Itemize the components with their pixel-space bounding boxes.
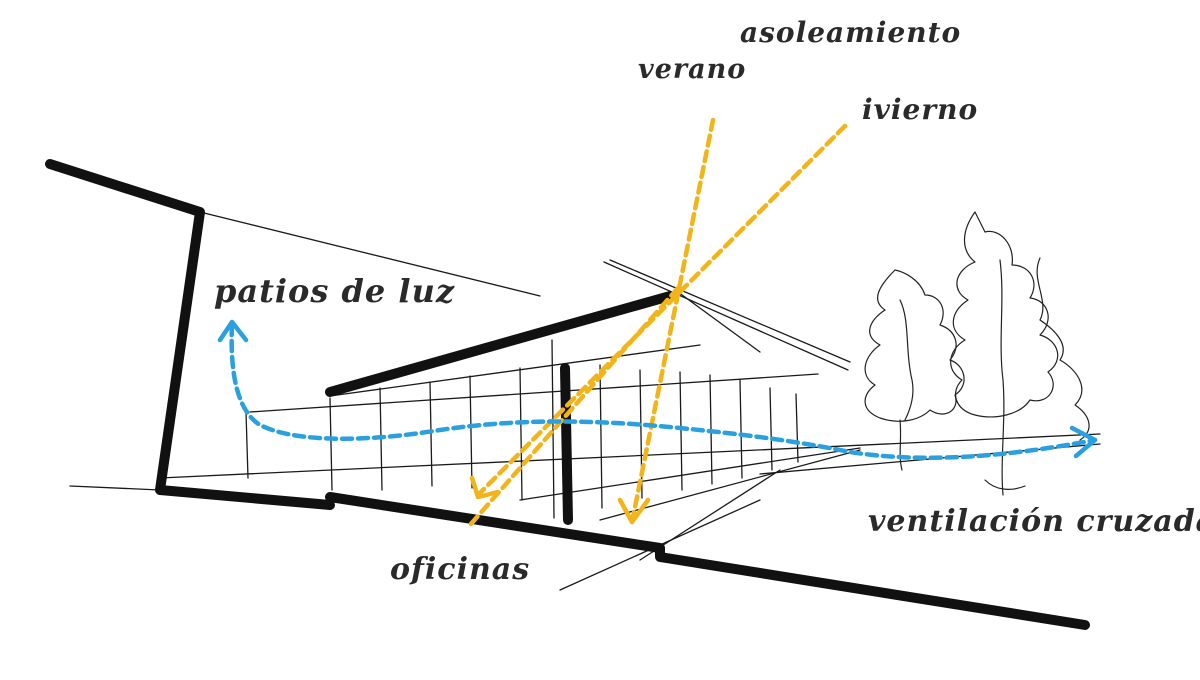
section-outline [45,159,1090,630]
patios-de-luz-label: patios de luz [214,272,456,310]
verano-label: verano [638,54,747,85]
sun-rays [467,117,848,528]
trees-sketch [864,211,1090,496]
ventilation-flow [217,319,1098,461]
ventilacion-cruzada-label: ventilación cruzada [868,504,1200,539]
oficinas-label: oficinas [390,552,531,587]
invierno-label: ivierno [862,93,979,126]
asoleamiento-label: asoleamiento [740,16,962,49]
sun-arrowheads [469,475,651,525]
